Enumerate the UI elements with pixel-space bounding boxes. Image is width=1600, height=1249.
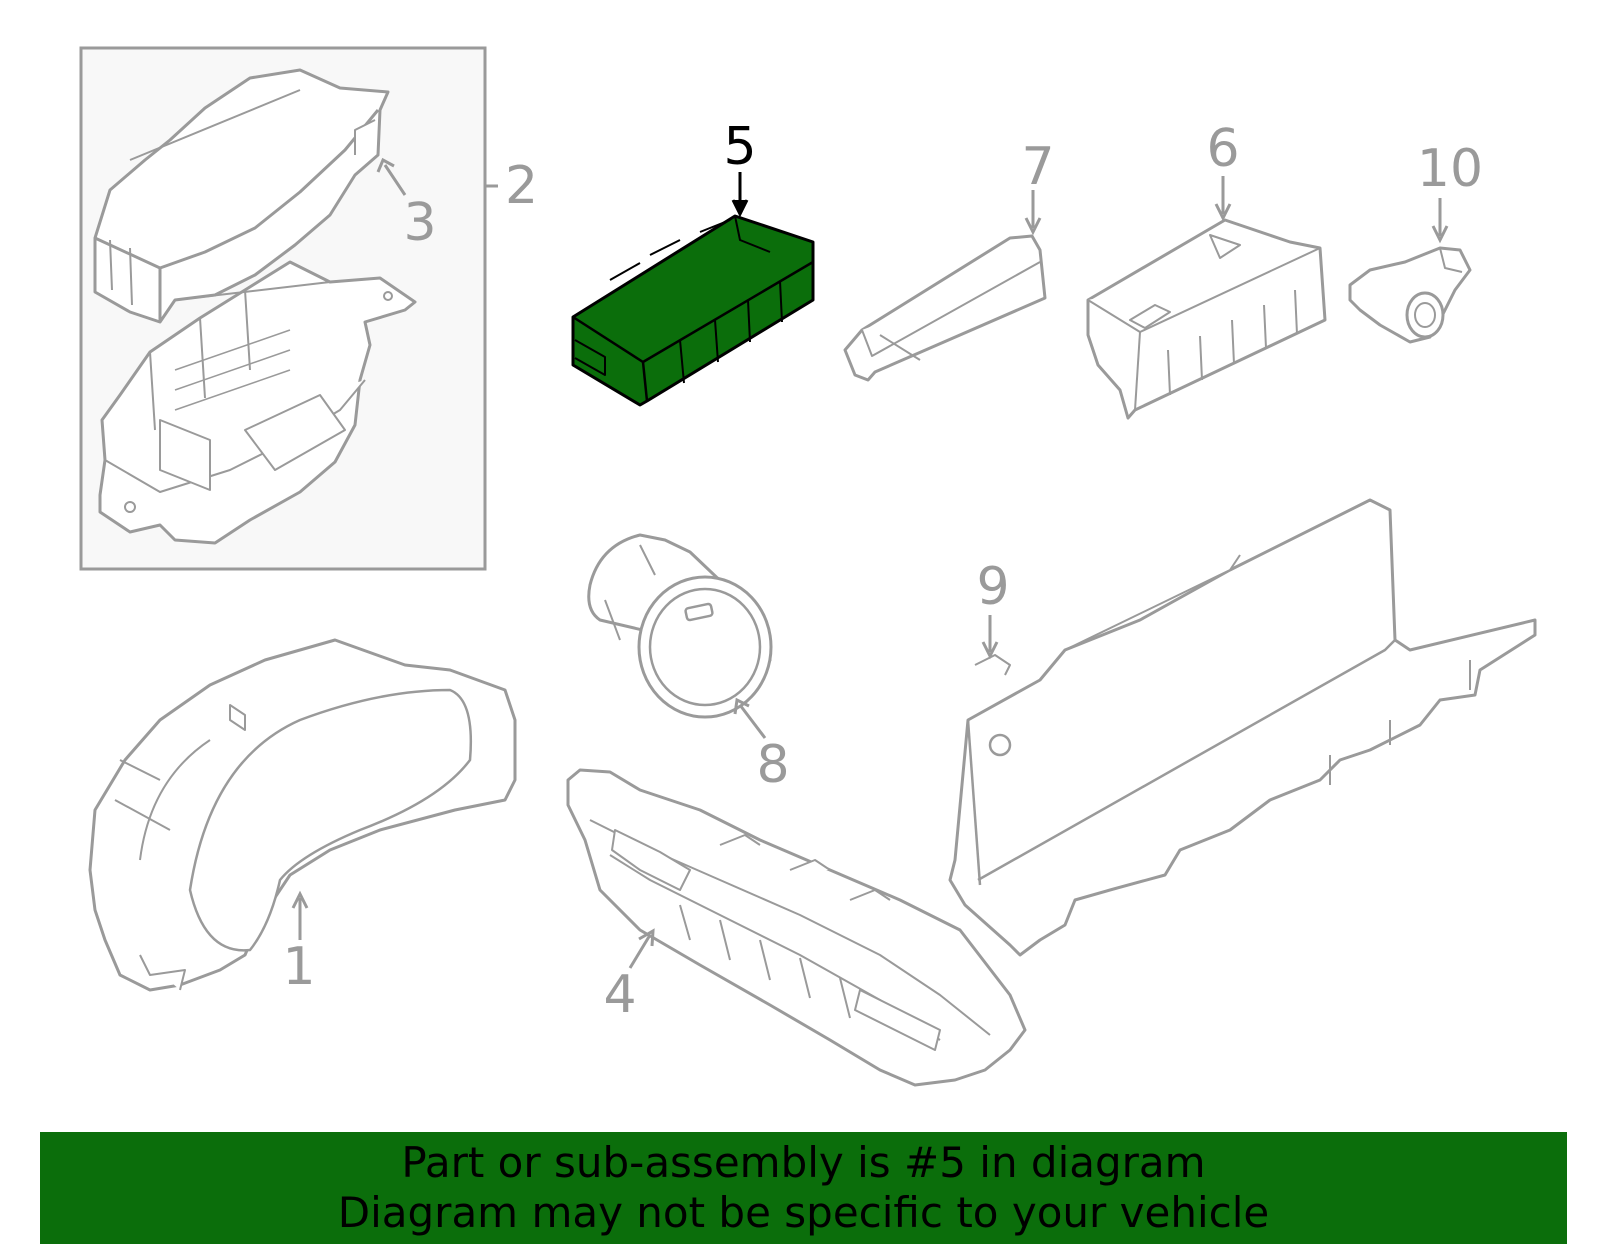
part-10-sensor[interactable] (1348, 246, 1472, 344)
callout-5: 5 (723, 117, 756, 177)
part-5-switch-module[interactable] (571, 214, 815, 407)
callout-6: 6 (1206, 119, 1239, 179)
part-8-round-switch[interactable] (587, 533, 773, 719)
callout-3: 3 (403, 193, 436, 253)
leader-8 (733, 697, 767, 739)
callout-10: 10 (1417, 139, 1483, 199)
part-7-bezel[interactable] (843, 234, 1047, 382)
leader-6 (1214, 176, 1232, 222)
leader-1 (291, 890, 309, 940)
part-2-cluster-bracket[interactable] (98, 260, 417, 545)
part-6-switch-panel[interactable] (1086, 218, 1327, 420)
leader-4 (628, 928, 655, 969)
part-9-display[interactable] (948, 498, 1537, 957)
callout-8: 8 (756, 735, 789, 795)
callout-2: 2 (505, 156, 538, 216)
leader-10 (1431, 198, 1449, 244)
leader-9 (981, 615, 999, 660)
part-4-control-panel[interactable] (566, 768, 1027, 1087)
callout-4: 4 (603, 965, 636, 1025)
callout-1: 1 (282, 937, 315, 997)
callout-7: 7 (1021, 137, 1054, 197)
info-banner: Part or sub-assembly is #5 in diagram Di… (40, 1132, 1567, 1244)
leader-lines (291, 157, 1449, 969)
leader-7 (1024, 190, 1042, 236)
callout-9: 9 (976, 557, 1009, 617)
part-3-gauge-housing[interactable] (93, 68, 390, 324)
leader-5 (731, 172, 749, 218)
banner-line-disclaimer: Diagram may not be specific to your vehi… (337, 1188, 1270, 1237)
leader-3 (376, 157, 407, 196)
part-1-instrument-cluster[interactable] (88, 638, 517, 992)
banner-line-part: Part or sub-assembly is #5 in diagram (401, 1138, 1206, 1187)
